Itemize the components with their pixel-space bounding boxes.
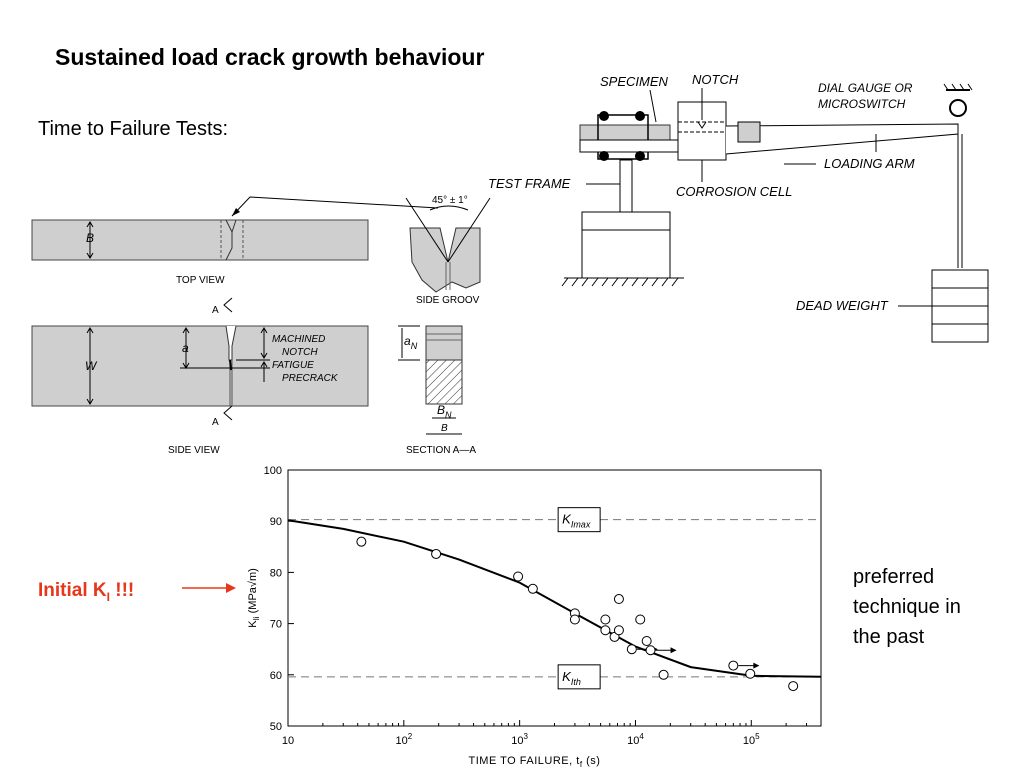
x-tick-label: 105: [743, 732, 760, 747]
side-groove-caption: SIDE GROOV: [416, 295, 480, 306]
groove-leader: [231, 196, 439, 217]
runout-arrowhead: [753, 662, 760, 669]
section-mark-bottom: A: [212, 417, 219, 428]
section-mark-top: A: [212, 305, 219, 316]
data-point: [431, 548, 442, 559]
dim-a-label: a: [182, 341, 189, 355]
dead-weight-label: DEAD WEIGHT: [796, 298, 889, 313]
corrosion-cell-label: CORROSION CELL: [676, 184, 792, 199]
reference-label-box: [557, 664, 601, 690]
data-point: [513, 571, 524, 582]
runout-arrowhead: [670, 647, 677, 654]
top-view-notch: [225, 219, 237, 261]
data-point: [600, 614, 611, 625]
fatigue-label-2: PRECRACK: [282, 373, 339, 384]
data-point: [728, 660, 739, 671]
side-view-caption: SIDE VIEW: [168, 445, 220, 456]
top-view-bar: [31, 219, 369, 261]
data-point: [613, 625, 624, 636]
data-point: [613, 594, 624, 605]
data-point: [641, 636, 652, 647]
plot-frame: [287, 469, 822, 727]
top-view-caption: TOP VIEW: [176, 275, 225, 286]
data-point: [745, 668, 756, 679]
test-rig-drawing: SPECIMEN NOTCH DIAL GAUGE OR MICROSWITCH…: [488, 72, 989, 343]
y-tick-label: 90: [270, 516, 282, 528]
machined-notch-label-1: MACHINED: [272, 334, 325, 345]
x-tick-label: 104: [627, 732, 644, 747]
dim-w-label: W: [85, 359, 98, 373]
y-tick-label: 100: [264, 465, 282, 477]
y-tick-label: 80: [270, 567, 282, 579]
specimen-drawing: B TOP VIEW 45° ± 1° SIDE GROOV A A W a M…: [31, 195, 491, 456]
dim-b-label: B: [86, 231, 94, 245]
preferred-note-line-1: preferred: [853, 566, 935, 588]
test-frame-base: [581, 211, 671, 279]
y-tick-label: 70: [270, 619, 282, 631]
rig-notch-label: NOTCH: [692, 72, 739, 87]
rig-specimen-label: SPECIMEN: [600, 74, 669, 89]
data-point: [600, 625, 611, 636]
dial-gauge-label-2: MICROSWITCH: [818, 97, 906, 111]
preferred-note-line-3: the past: [853, 626, 925, 648]
dim-b-section-label: B: [441, 423, 448, 434]
slide-subtitle: Time to Failure Tests:: [38, 118, 229, 140]
data-point: [645, 645, 656, 656]
test-frame-column: [619, 159, 633, 213]
section-hatched: [425, 359, 463, 405]
loading-arm-label: LOADING ARM: [824, 156, 915, 171]
rig-specimen: [579, 124, 671, 142]
y-tick-label: 50: [270, 721, 282, 733]
data-point: [788, 681, 799, 692]
side-view-bar: [31, 325, 369, 407]
x-tick-label: 10: [282, 735, 294, 747]
dial-gauge-label-1: DIAL GAUGE OR: [818, 81, 913, 95]
x-tick-label: 102: [395, 732, 412, 747]
data-point: [569, 614, 580, 625]
section-caption: SECTION A—A: [406, 445, 476, 456]
slide-title: Sustained load crack growth behaviour: [55, 44, 485, 70]
x-tick-label: 103: [511, 732, 528, 747]
dim-bn-label: BN: [437, 403, 452, 420]
preferred-note-line-2: technique in: [853, 596, 961, 618]
data-point: [356, 536, 367, 547]
section-upper: [425, 325, 463, 361]
data-point: [635, 614, 646, 625]
reference-label-box: [557, 507, 601, 533]
initial-k-arrow: [182, 583, 236, 593]
y-tick-label: 60: [270, 670, 282, 682]
rig-clamp: [597, 114, 649, 160]
initial-k-label: Initial KI !!!: [38, 580, 135, 604]
data-point: [527, 583, 538, 594]
data-point: [658, 669, 669, 680]
loading-arm: [725, 123, 959, 155]
data-point: [626, 644, 637, 655]
groove-angle-label: 45° ± 1°: [432, 195, 468, 206]
preferred-note: preferred technique in the past: [853, 562, 961, 652]
test-frame-label: TEST FRAME: [488, 176, 571, 191]
dim-an-label: aN: [404, 334, 418, 351]
machined-notch-label-2: NOTCH: [282, 347, 318, 358]
fit-curve: [287, 519, 822, 678]
y-axis-label: KIi (MPa√m): [247, 568, 261, 628]
fatigue-label-1: FATIGUE: [272, 360, 314, 371]
x-axis-label: TIME TO FAILURE, tf (s): [469, 755, 601, 768]
side-groove-detail: [409, 227, 481, 293]
dial-gauge: [949, 99, 967, 117]
